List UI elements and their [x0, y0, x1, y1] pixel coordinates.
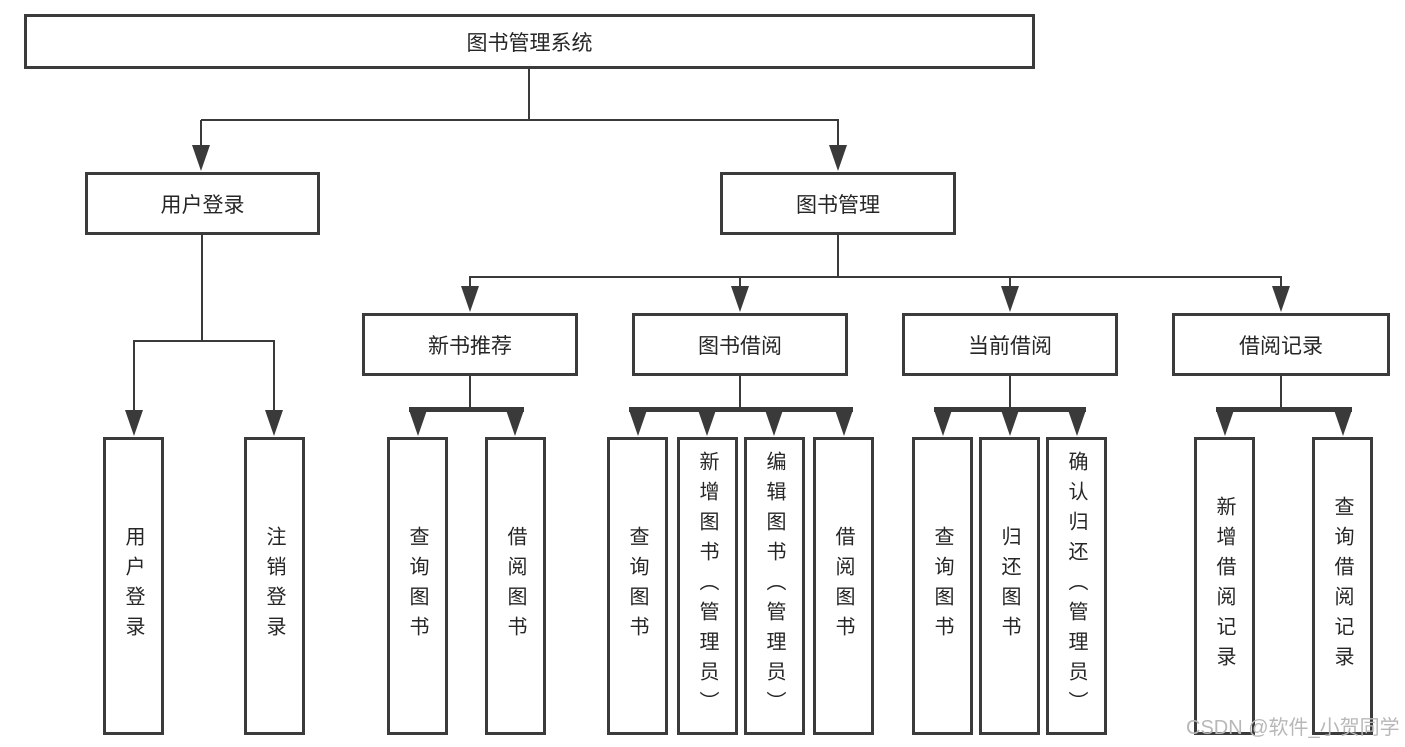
connector-line — [200, 120, 202, 150]
connector-line — [201, 119, 839, 121]
csdn-watermark: CSDN @软件_小贺同学 — [1186, 717, 1400, 739]
connector-line — [469, 276, 1282, 278]
connector-line — [837, 235, 839, 277]
arrowhead-down-icon — [829, 145, 847, 171]
arrowhead-down-icon — [1001, 410, 1019, 436]
leaf-label: 用户登录 — [122, 526, 144, 646]
connector-line — [1280, 376, 1282, 409]
leaf-label: 编辑图书（管理员） — [763, 451, 785, 721]
leaf-label: 新增借阅记录 — [1213, 496, 1235, 676]
leaf-label: 借阅图书 — [504, 526, 526, 646]
leaf-cb-confirm-return-admin: 确认归还（管理员） — [1046, 437, 1107, 735]
node-book-management: 图书管理 — [720, 172, 956, 235]
connector-line — [201, 235, 203, 341]
leaf-label: 查询借阅记录 — [1331, 496, 1353, 676]
connector-line — [528, 69, 530, 120]
connector-line — [469, 376, 471, 409]
leaf-label: 查询图书 — [931, 526, 953, 646]
node-user-login: 用户登录 — [85, 172, 320, 235]
node-root: 图书管理系统 — [24, 14, 1035, 69]
leaf-bb-query-books: 查询图书 — [607, 437, 668, 735]
connector-line — [739, 277, 741, 291]
leaf-bb-borrow-books: 借阅图书 — [813, 437, 874, 735]
arrowhead-down-icon — [1216, 410, 1234, 436]
connector-line — [133, 341, 135, 416]
connector-line — [469, 277, 471, 291]
leaf-label: 确认归还（管理员） — [1065, 451, 1087, 721]
leaf-nbr-query-books: 查询图书 — [387, 437, 448, 735]
connector-line — [133, 340, 275, 342]
leaf-label: 注销登录 — [263, 526, 285, 646]
leaf-br-add-record: 新增借阅记录 — [1194, 437, 1255, 735]
leaf-bb-add-books-admin: 新增图书（管理员） — [677, 437, 738, 735]
arrowhead-down-icon — [265, 410, 283, 436]
node-new-book-recommend: 新书推荐 — [362, 313, 578, 376]
leaf-nbr-borrow-books: 借阅图书 — [485, 437, 546, 735]
arrowhead-down-icon — [461, 286, 479, 312]
connector-line — [629, 407, 853, 412]
arrowhead-down-icon — [835, 410, 853, 436]
arrowhead-down-icon — [1272, 286, 1290, 312]
connector-line — [1216, 407, 1352, 412]
node-borrow-record: 借阅记录 — [1172, 313, 1390, 376]
leaf-cb-return-books: 归还图书 — [979, 437, 1040, 735]
arrowhead-down-icon — [934, 410, 952, 436]
arrowhead-down-icon — [1334, 410, 1352, 436]
arrowhead-down-icon — [125, 410, 143, 436]
leaf-label: 借阅图书 — [832, 526, 854, 646]
connector-line — [409, 407, 524, 412]
arrowhead-down-icon — [629, 410, 647, 436]
leaf-logout-login: 注销登录 — [244, 437, 305, 735]
arrowhead-down-icon — [698, 410, 716, 436]
leaf-user-login: 用户登录 — [103, 437, 164, 735]
leaf-label: 查询图书 — [406, 526, 428, 646]
arrowhead-down-icon — [731, 286, 749, 312]
leaf-label: 新增图书（管理员） — [696, 451, 718, 721]
connector-line — [273, 341, 275, 416]
leaf-bb-edit-books-admin: 编辑图书（管理员） — [744, 437, 805, 735]
node-current-borrow: 当前借阅 — [902, 313, 1118, 376]
arrowhead-down-icon — [192, 145, 210, 171]
arrowhead-down-icon — [506, 410, 524, 436]
connector-line — [1009, 376, 1011, 409]
arrowhead-down-icon — [1068, 410, 1086, 436]
arrowhead-down-icon — [1001, 286, 1019, 312]
leaf-cb-query-books: 查询图书 — [912, 437, 973, 735]
arrowhead-down-icon — [409, 410, 427, 436]
connector-line — [1009, 277, 1011, 291]
connector-line — [1280, 277, 1282, 291]
connector-line — [837, 120, 839, 150]
connector-line — [739, 376, 741, 409]
node-book-borrow: 图书借阅 — [632, 313, 848, 376]
arrowhead-down-icon — [765, 410, 783, 436]
connector-line — [934, 407, 1086, 412]
leaf-label: 查询图书 — [626, 526, 648, 646]
leaf-br-query-record: 查询借阅记录 — [1312, 437, 1373, 735]
leaf-label: 归还图书 — [998, 526, 1020, 646]
